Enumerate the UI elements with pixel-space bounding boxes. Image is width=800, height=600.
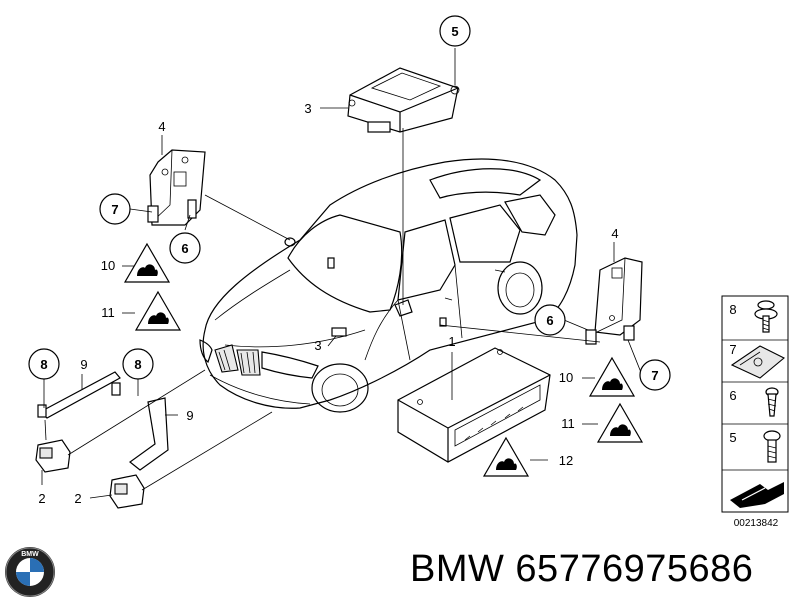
screw-icon	[765, 387, 779, 417]
callout-10: 10	[101, 258, 115, 273]
sensor-assembly-left	[35, 371, 121, 473]
airbag-control-unit	[347, 67, 460, 133]
callout-7: 7	[111, 202, 118, 217]
bmw-roundel-logo: BMW	[5, 547, 55, 597]
callout-2: 2	[74, 491, 81, 506]
logo-text: BMW	[21, 551, 39, 558]
callout-6: 6	[546, 313, 553, 328]
sensor-assembly-right	[109, 397, 169, 509]
screw-washer-icon	[754, 300, 778, 333]
legend-8: 8	[729, 302, 736, 317]
callout-9: 9	[186, 408, 193, 423]
callout-8: 8	[134, 357, 141, 372]
arrow-stamp-icon	[730, 482, 784, 508]
legend-5: 5	[729, 430, 736, 445]
callout-4: 4	[611, 226, 618, 241]
legend-7: 7	[729, 342, 736, 357]
fasteners	[37, 199, 635, 418]
callout-circles: 5 7 6 6 7 8 8	[28, 15, 671, 391]
reference-code: 00213842	[734, 518, 779, 529]
clip-nut-icon	[730, 345, 785, 379]
brand-part-number: BMW 65776975686	[410, 548, 754, 590]
airbag-warning-triangle-icon	[596, 402, 644, 443]
callout-4: 4	[158, 119, 165, 134]
callout-3: 3	[314, 338, 321, 353]
callout-7: 7	[651, 368, 658, 383]
control-module	[397, 347, 551, 463]
callout-labels: 3 4 10 11 4 3 1 10 11 12 9 9 2 2	[38, 101, 618, 506]
legend-6: 6	[729, 388, 736, 403]
car-illustration	[199, 158, 578, 413]
callout-6: 6	[181, 241, 188, 256]
leader-lines	[41, 48, 643, 499]
callout-12: 12	[559, 453, 573, 468]
callout-11: 11	[561, 416, 575, 431]
callout-11: 11	[101, 305, 115, 320]
callout-9: 9	[80, 357, 87, 372]
bolt-icon	[763, 430, 781, 463]
parts-legend: 8 7 6 5 00213842	[721, 295, 789, 529]
callout-3: 3	[304, 101, 311, 116]
callout-10: 10	[559, 370, 573, 385]
callout-8: 8	[40, 357, 47, 372]
callout-5: 5	[451, 24, 458, 39]
airbag-warning-triangle-icon	[134, 290, 182, 331]
airbag-warning-triangle-icon	[123, 242, 171, 283]
airbag-warning-triangle-icon	[588, 356, 636, 397]
callout-1: 1	[448, 334, 455, 349]
callout-2: 2	[38, 491, 45, 506]
bracket-right	[594, 257, 643, 336]
airbag-warning-triangle-icon	[482, 436, 530, 477]
